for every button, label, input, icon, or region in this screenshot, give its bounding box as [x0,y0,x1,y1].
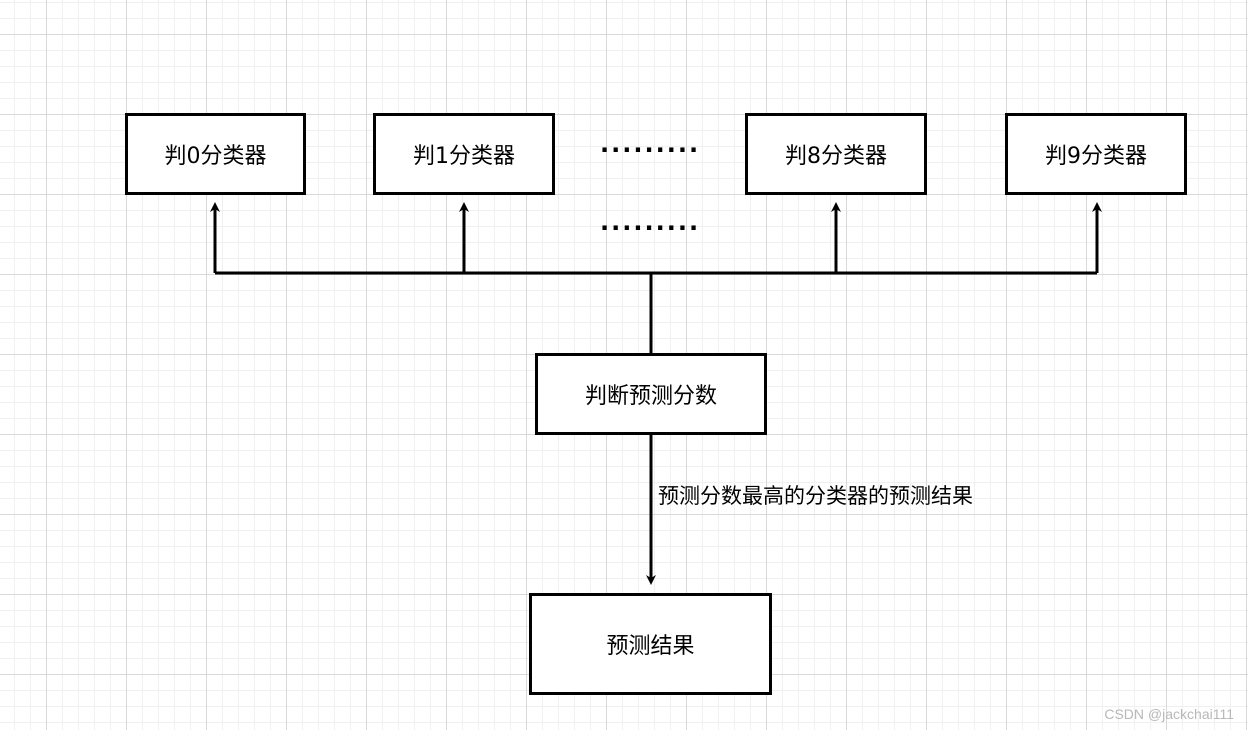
classifier-8-box: 判8分类器 [745,113,927,195]
result-box: 预测结果 [529,593,772,695]
classifier-0-label: 判0分类器 [164,144,267,169]
classifier-9-label: 判9分类器 [1045,144,1147,169]
judge-scores-label: 判断预测分数 [584,384,717,409]
result-label: 预测结果 [606,634,695,659]
classifier-0-box: 判0分类器 [125,113,306,195]
classifier-8-label: 判8分类器 [785,144,887,169]
ellipsis-top: ········· [600,136,701,164]
classifier-9-box: 判9分类器 [1005,113,1187,195]
edge-label-highest-score: 预测分数最高的分类器的预测结果 [658,484,973,508]
watermark: CSDN @jackchai111 [1104,706,1234,722]
classifier-1-box: 判1分类器 [373,113,555,195]
judge-scores-box: 判断预测分数 [535,353,767,435]
ellipsis-middle: ········· [600,214,701,242]
classifier-1-label: 判1分类器 [413,144,515,169]
